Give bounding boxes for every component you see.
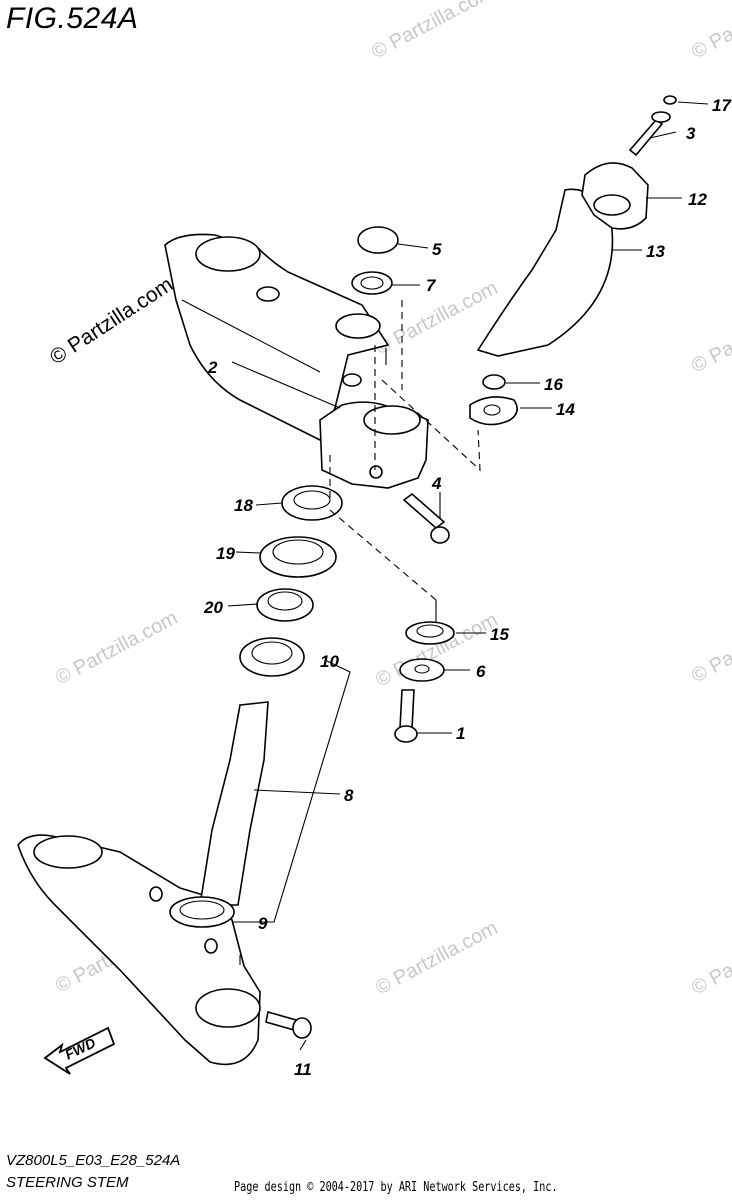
- callout-3: 3: [686, 124, 696, 143]
- figure-caption: STEERING STEM: [6, 1174, 129, 1191]
- bolt-11-drawing: [265, 1010, 297, 1032]
- handlebar-holder-drawing: [476, 162, 649, 357]
- copyright-notice: Page design © 2004-2017 by ARI Network S…: [234, 1180, 558, 1195]
- callout-18: 18: [234, 496, 253, 515]
- callout-13: 13: [646, 242, 665, 261]
- callout-16: 16: [544, 375, 563, 394]
- washer-16-drawing: [482, 374, 506, 390]
- bolt-1-drawing: [399, 689, 415, 729]
- bolt-4-drawing: [402, 492, 446, 530]
- callout-7: 7: [426, 276, 436, 295]
- steering-stem-drawing: [17, 701, 269, 1066]
- dust-seal-19-drawing: [259, 536, 337, 578]
- fwd-arrow-icon: FWD: [43, 1026, 116, 1075]
- callout-12: 12: [688, 190, 707, 209]
- nut-5-drawing: [357, 226, 399, 254]
- assembly-lines: [239, 300, 481, 965]
- callout-6: 6: [476, 662, 486, 681]
- plate-14-drawing: [469, 396, 518, 426]
- callout-5: 5: [432, 240, 442, 259]
- bearing-20-drawing: [256, 588, 314, 622]
- callout-4: 4: [432, 474, 442, 493]
- figure-title: FIG.524A: [6, 2, 139, 35]
- callout-9: 9: [258, 914, 268, 933]
- upper-bracket-drawing: [164, 233, 429, 489]
- callout-8: 8: [344, 786, 354, 805]
- callout-14: 14: [556, 400, 575, 419]
- washer-6-drawing: [399, 658, 445, 682]
- callout-2: 2: [208, 358, 218, 377]
- bolt-3-drawing: [628, 95, 677, 157]
- callout-15: 15: [490, 625, 509, 644]
- callout-11: 11: [294, 1060, 312, 1079]
- washer-7-drawing: [351, 271, 393, 295]
- callout-17: 17: [712, 96, 731, 115]
- washer-15-drawing: [405, 621, 455, 645]
- callout-19: 19: [216, 544, 235, 563]
- callout-20: 20: [204, 598, 223, 617]
- model-code: VZ800L5_E03_E28_524A: [6, 1152, 181, 1169]
- leader-lines: [227, 101, 709, 1051]
- callout-1: 1: [456, 724, 466, 743]
- bearing-10-drawing: [239, 637, 305, 677]
- callout-10: 10: [320, 652, 339, 671]
